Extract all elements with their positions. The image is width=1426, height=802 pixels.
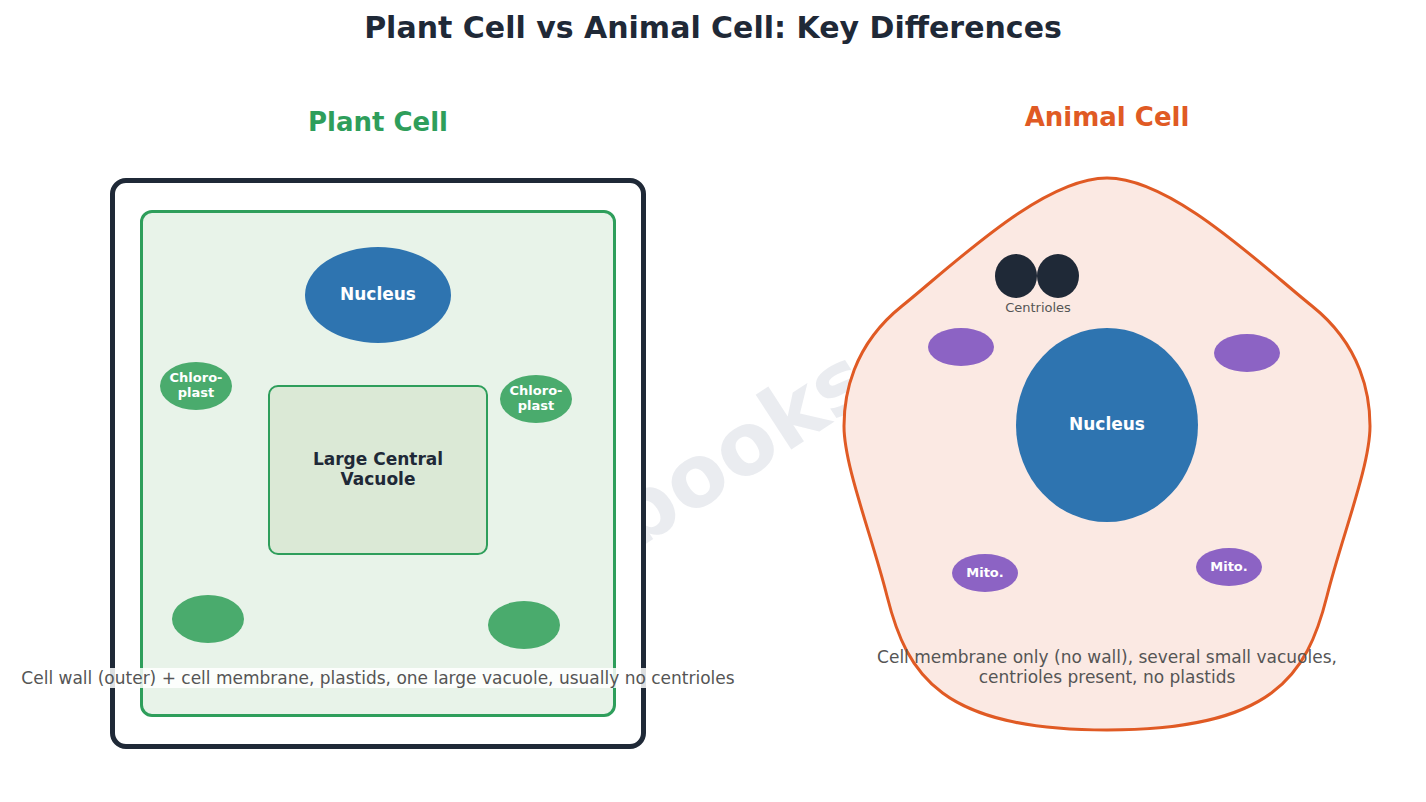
node-label: Mito.	[966, 566, 1003, 581]
plastid	[172, 595, 244, 643]
node-label: Mito.	[1210, 560, 1247, 575]
organelle-ellipse: Mito.	[1196, 548, 1262, 586]
organelle-ellipse: Nucleus	[1016, 328, 1198, 522]
organelle-ellipse: Chloro- plast	[500, 375, 572, 423]
centriole	[1037, 254, 1079, 298]
cell-caption: Cell wall (outer) + cell membrane, plast…	[18, 668, 737, 688]
organelle	[1214, 334, 1280, 372]
organelle	[928, 328, 994, 366]
centrioles-label: Centrioles	[988, 300, 1088, 315]
diagram-title: Plant Cell vs Animal Cell: Key Differenc…	[0, 10, 1426, 45]
cell-heading: Animal Cell	[1025, 102, 1190, 132]
node-label: Chloro- plast	[506, 384, 566, 414]
node-label: Chloro- plast	[166, 371, 226, 401]
plant-cell-wall: Plant CellNucleusChloro- plastChloro- pl…	[110, 178, 646, 749]
node-label: Nucleus	[340, 285, 416, 305]
cell-caption: Cell membrane only (no wall), several sm…	[857, 647, 1357, 687]
cell-heading: Plant Cell	[308, 107, 448, 137]
organelle-ellipse: Mito.	[952, 554, 1018, 592]
organelle-ellipse: Nucleus	[305, 247, 451, 343]
cell-outline	[844, 178, 1370, 730]
plastid	[488, 601, 560, 649]
centriole	[995, 254, 1037, 298]
node-label: Nucleus	[1069, 415, 1145, 435]
node-label: Large Central Vacuole	[276, 450, 480, 489]
animal-cell: Animal CellCell membrane only (no wall),…	[842, 176, 1372, 732]
organelle-ellipse: Chloro- plast	[160, 362, 232, 410]
vacuole-box: Large Central Vacuole	[268, 385, 488, 555]
